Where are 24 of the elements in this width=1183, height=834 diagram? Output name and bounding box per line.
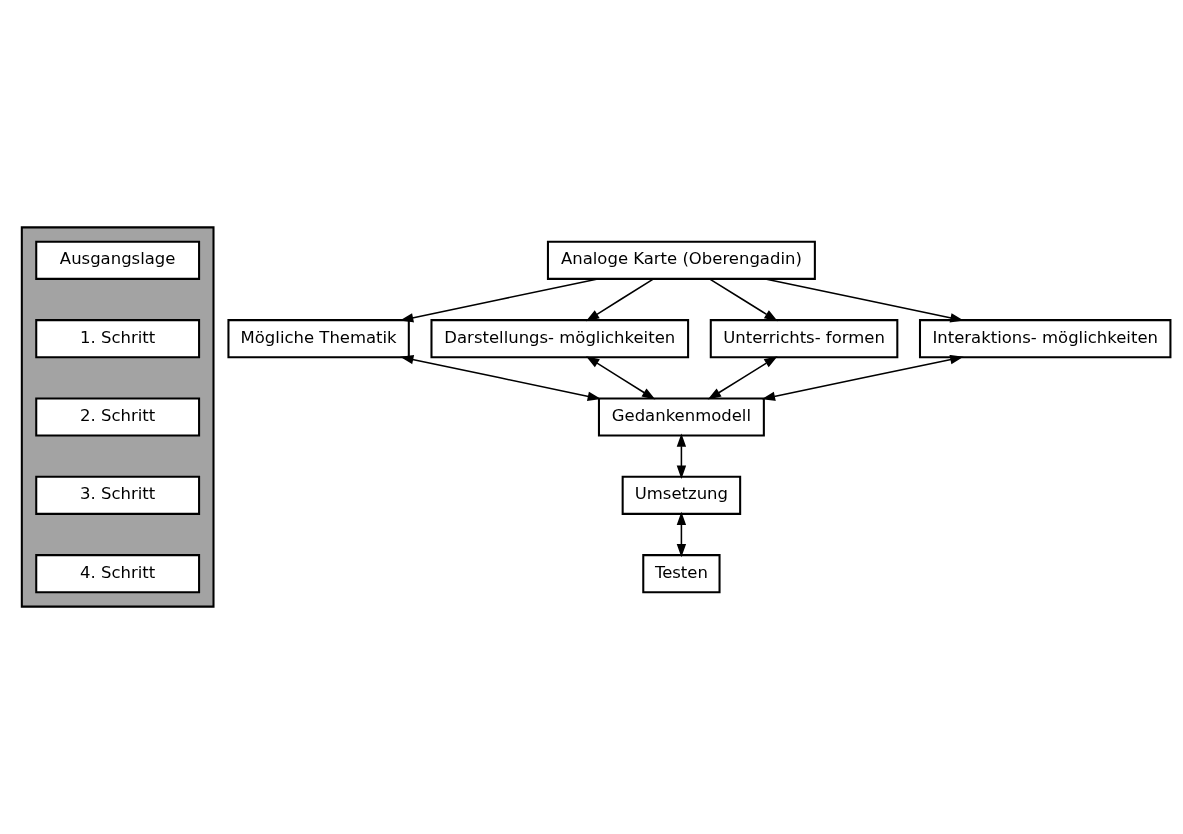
node-box: Umsetzung [621,475,741,515]
arrow [585,278,654,322]
arrow [585,356,655,400]
node-box: 4. Schritt [34,554,200,594]
node-box: Interaktions- möglichkeiten [918,319,1171,359]
cluster [20,226,215,608]
node-box: Analoge Karte (Oberengadin) [546,240,816,280]
node-box: 2. Schritt [34,397,200,437]
arrow [761,354,964,401]
node-box: 3. Schritt [34,475,200,515]
node-box: 1. Schritt [34,319,200,359]
arrow [764,278,964,323]
arrow [707,356,778,400]
arrow [676,433,686,480]
node-box: Gedankenmodell [597,397,765,437]
arrow [399,278,598,323]
arrow [399,354,601,401]
node-box: Testen [641,554,721,594]
node-box: Ausgangslage [34,240,200,280]
arrow [676,511,686,558]
node-box: Mögliche Thematik [226,319,410,359]
node-box: Unterrichts- formen [709,319,898,359]
node-box: Darstellungs- möglichkeiten [429,319,689,359]
arrow [708,278,778,322]
